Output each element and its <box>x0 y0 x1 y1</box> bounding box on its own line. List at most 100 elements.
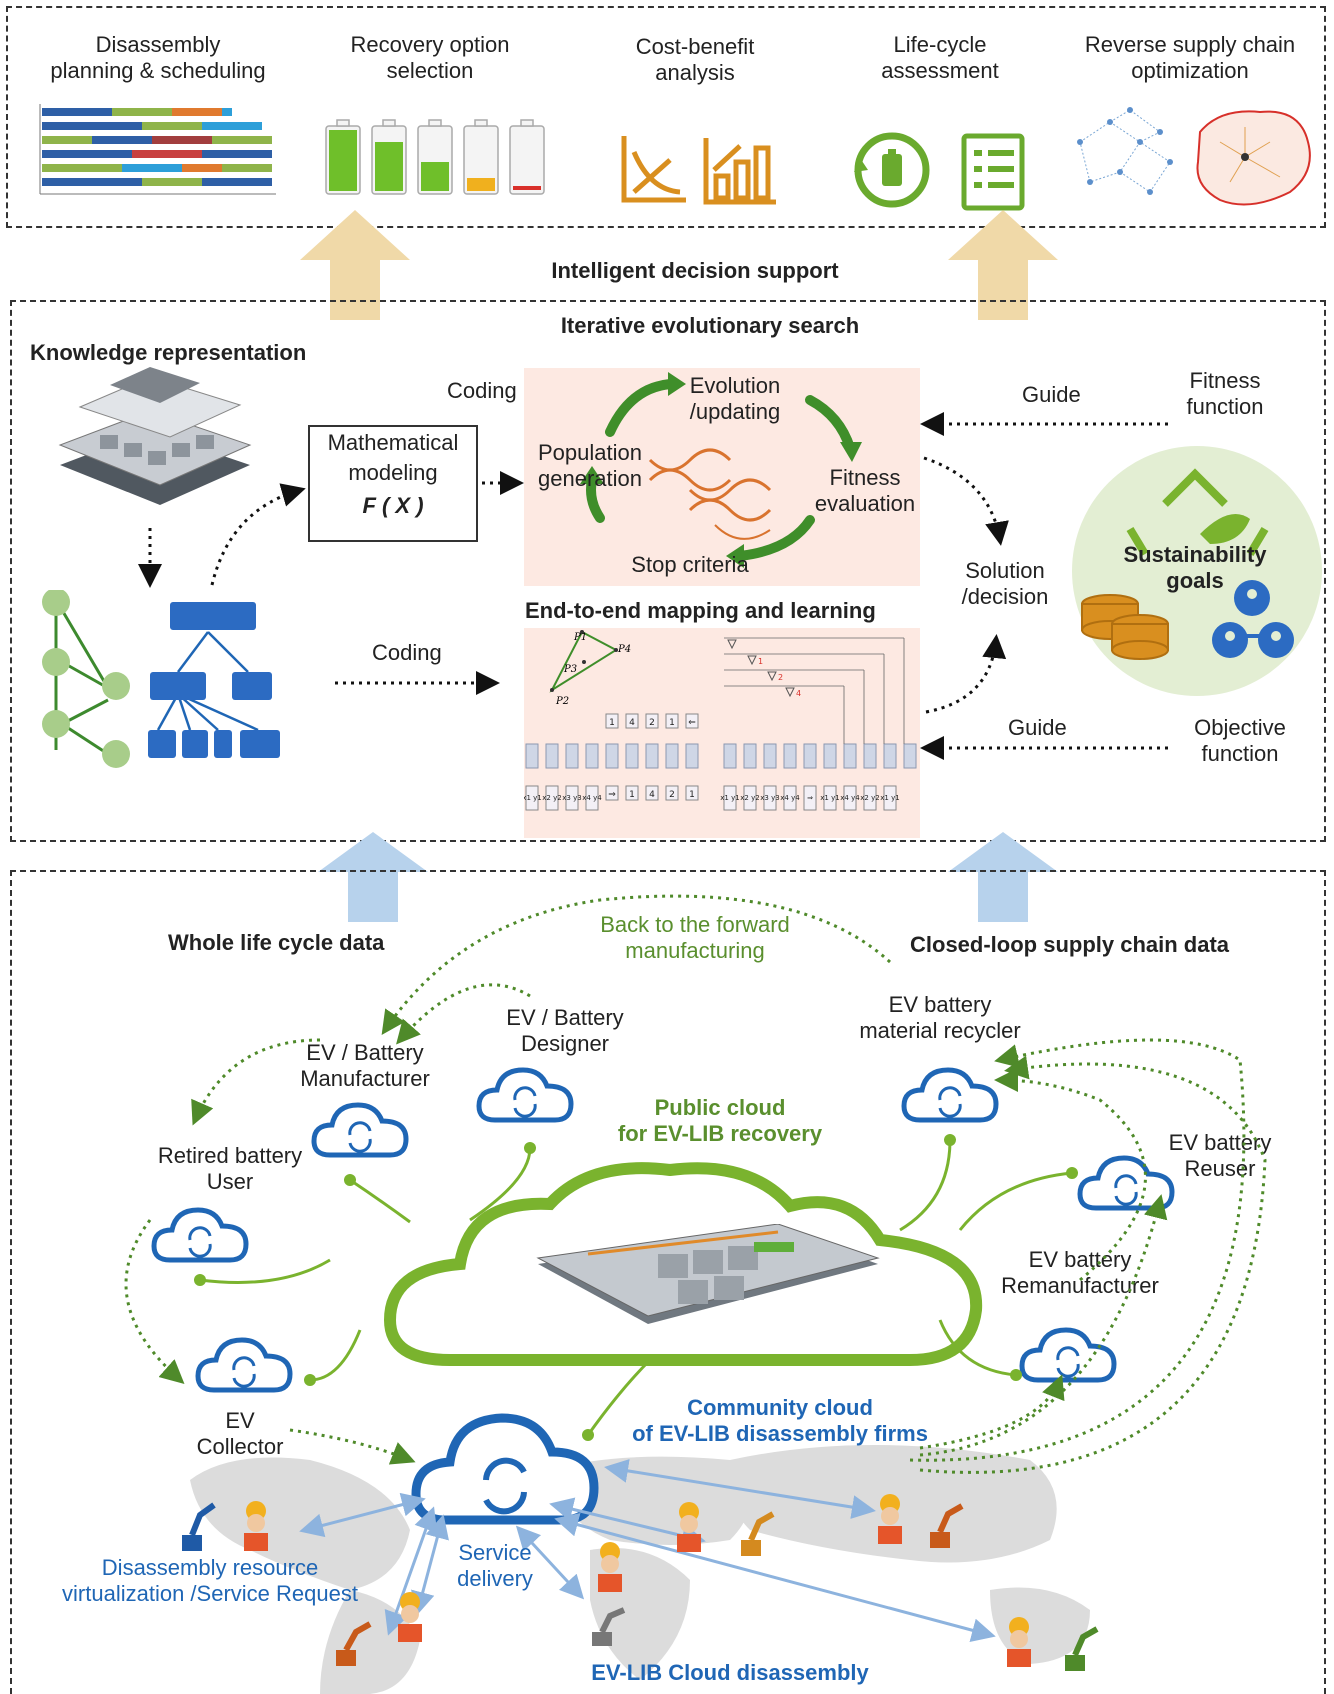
input-right-3: x3 y3 <box>760 794 779 802</box>
back-to-forward-label: Back to the forward manufacturing <box>600 912 790 964</box>
math-modeling-box <box>308 425 478 542</box>
worker-robot-group-5 <box>878 1494 964 1548</box>
panel-title-evolutionary-search: Iterative evolutionary search <box>560 313 860 338</box>
up-arrow-data-right <box>948 832 1058 922</box>
token-bottom-3: 4 <box>649 790 655 800</box>
math-formula: F ( X ) <box>362 493 424 518</box>
up-arrow-decision-left <box>300 210 410 320</box>
guide-label-top: Guide <box>1022 382 1081 407</box>
worker-robot-group-4 <box>677 1502 775 1556</box>
pointer-network-diagram: P1 P2 P3 P4 1 4 2 1 <box>524 630 917 811</box>
input-left-3: x3 y3 <box>562 794 581 802</box>
supply-chain-network-icon <box>1077 107 1311 206</box>
label-recovery-option: Recovery option selection <box>350 32 510 84</box>
input-right-5: ⇒ <box>807 794 813 802</box>
pointer-1: 1 <box>758 657 763 666</box>
up-arrow-decision-right <box>948 210 1058 320</box>
coding-label-top: Coding <box>447 378 517 403</box>
point-p1: P1 <box>573 632 587 643</box>
remanufacturer-cloud-icon <box>1019 1327 1117 1383</box>
evolution-cycle-arrows <box>580 372 862 568</box>
evolutionary-search-panel <box>10 300 1326 842</box>
public-cloud-label: Public cloud for EV-LIB recovery <box>617 1095 823 1147</box>
token-bottom-5: 1 <box>689 790 695 800</box>
ev-battery-pack-image <box>536 1224 880 1324</box>
point-p3: P3 <box>563 664 577 675</box>
token-top-1: 1 <box>609 718 615 728</box>
point-p2: P2 <box>555 696 569 707</box>
cloud-disassembly-panel <box>10 870 1326 1694</box>
life-cycle-icon <box>854 132 1025 211</box>
user-cloud-icon <box>151 1207 249 1263</box>
input-right-8: x2 y2 <box>860 794 879 802</box>
input-right-7: x4 y4 <box>840 794 860 802</box>
input-right-6: x1 y1 <box>820 794 839 802</box>
e2e-mapping-title: End-to-end mapping and learning <box>525 598 876 623</box>
community-cloud-label: Community cloud of EV-LIB disassembly fi… <box>632 1395 928 1447</box>
cycle-population-generation: Population generation <box>538 440 642 492</box>
gantt-chart-thumbnail <box>39 104 276 195</box>
remanufacturer-label: EV battery Remanufacturer <box>1001 1247 1159 1299</box>
designer-label: EV / Battery Designer <box>506 1005 624 1057</box>
knowledge-representation-title: Knowledge representation <box>30 340 307 365</box>
token-top-2: 4 <box>629 718 635 728</box>
input-right-9: x1 y1 <box>880 794 899 802</box>
token-top-5: ⇐ <box>688 718 696 728</box>
manufacturer-cloud-icon <box>311 1102 409 1158</box>
label-cost-benefit: Cost-benefit analysis <box>635 34 755 86</box>
cloud-disassembly-label: EV-LIB Cloud disassembly <box>591 1660 869 1685</box>
whole-life-cycle-data-label: Whole life cycle data <box>168 930 385 955</box>
sustainability-goals-label: Sustainability goals <box>1123 542 1267 594</box>
knowledge-graph-icon <box>42 590 130 768</box>
service-delivery-label: Service delivery <box>457 1540 533 1592</box>
recycler-cloud-icon <box>901 1067 999 1123</box>
battery-levels-icon <box>325 119 545 195</box>
middle-connectors <box>138 412 1168 760</box>
point-p4: P4 <box>617 644 631 655</box>
token-bottom-4: 2 <box>669 790 675 800</box>
token-top-3: 2 <box>649 718 655 728</box>
pointer-2: 2 <box>778 673 783 682</box>
worker-robot-group-1 <box>182 1501 268 1551</box>
cycle-evolution-updating: Evolution /updating <box>689 373 781 425</box>
token-bottom-1: ⇒ <box>608 790 616 800</box>
sustainability-goals-circle <box>1072 446 1322 696</box>
label-life-cycle: Life-cycle assessment <box>881 32 999 84</box>
designer-cloud-icon <box>476 1067 574 1123</box>
decision-applications-panel <box>6 6 1326 228</box>
input-right-1: x1 y1 <box>720 794 739 802</box>
solution-decision-label: Solution /decision <box>961 558 1049 610</box>
recycler-label: EV battery material recycler <box>859 992 1021 1044</box>
label-reverse-supply-chain: Reverse supply chain optimization <box>1084 32 1296 84</box>
intelligent-decision-support-label: Intelligent decision support <box>551 258 839 283</box>
math-modeling-line2: modeling <box>348 460 438 485</box>
cycle-fitness-evaluation: Fitness evaluation <box>814 465 916 517</box>
pointer-4: 4 <box>796 689 801 698</box>
input-left-2: x2 y2 <box>542 794 561 802</box>
closed-loop-data-label: Closed-loop supply chain data <box>910 932 1230 957</box>
input-left-1: x1 y1 <box>524 794 542 802</box>
token-bottom-2: 1 <box>629 790 635 800</box>
token-top-4: 1 <box>669 718 675 728</box>
hierarchy-tree-icon <box>148 602 280 758</box>
worker-robot-group-3 <box>592 1542 626 1646</box>
collector-cloud-icon <box>195 1337 293 1393</box>
input-right-2: x2 y2 <box>740 794 759 802</box>
manufacturer-label: EV / Battery Manufacturer <box>300 1040 430 1092</box>
coding-label-mid: Coding <box>372 640 442 665</box>
battery-pack-exploded-image <box>58 367 252 505</box>
input-right-4: x4 y4 <box>780 794 800 802</box>
cycle-stop-criteria: Stop criteria <box>631 552 749 577</box>
user-label: Retired battery User <box>157 1143 303 1195</box>
collector-label: EV Collector <box>196 1408 284 1460</box>
objective-function-label: Objective function <box>1194 715 1286 767</box>
up-arrow-data-left <box>318 832 428 922</box>
worker-robot-group-6 <box>1007 1617 1099 1671</box>
worker-robot-group-2 <box>336 1592 422 1666</box>
math-modeling-line1: Mathematical <box>327 430 459 455</box>
resource-virtualization-label: Disassembly resource virtualization /Ser… <box>62 1555 358 1607</box>
